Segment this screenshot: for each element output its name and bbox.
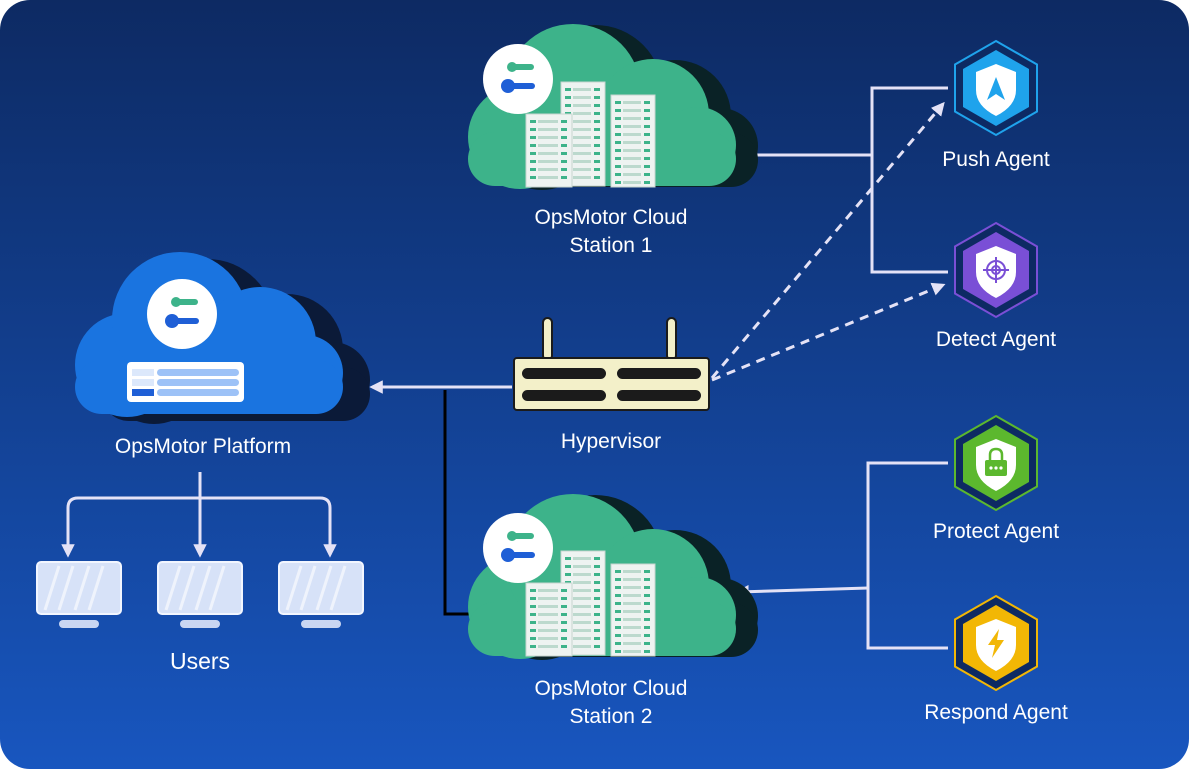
dashed-link-detect-agent (711, 282, 946, 382)
toggle-key-icon (501, 62, 535, 93)
server-rack (610, 563, 656, 657)
server-rack (525, 582, 573, 657)
toggle-key-icon (501, 531, 535, 562)
push-agent-badge (954, 39, 1038, 137)
protect-agent-label: Protect Agent (933, 520, 1059, 543)
connector-push-detect-bracket (870, 86, 948, 274)
arrow-to-station-2 (735, 584, 869, 599)
toggle-key-icon (165, 297, 199, 328)
respond-agent-label: Respond Agent (924, 701, 1068, 724)
station-1-cloud (468, 24, 758, 190)
connector-lines (61, 86, 948, 650)
station-1-label-line-2: Station 1 (570, 234, 653, 257)
connector-protect-respond-bracket (866, 461, 948, 650)
station-2-server-racks (525, 550, 656, 657)
padlock-icon (985, 447, 1007, 476)
crosshair-target-icon (983, 257, 1009, 283)
detect-agent-badge (954, 221, 1038, 319)
users-label: Users (170, 648, 230, 674)
detect-agent-label: Detect Agent (936, 328, 1056, 351)
lightning-bolt-icon (988, 629, 1004, 658)
server-rack (525, 113, 573, 188)
hypervisor-station-2-link (443, 390, 470, 616)
navigation-arrow-icon (987, 77, 1005, 100)
platform-label: OpsMotor Platform (115, 435, 291, 458)
station-1-logo-badge (483, 44, 553, 114)
platform-server-panel (127, 362, 244, 402)
platform-cloud (75, 252, 370, 424)
respond-agent-badge (954, 594, 1038, 692)
station-2-logo-badge (483, 513, 553, 583)
station-2-label-line-1: OpsMotor Cloud (535, 677, 688, 700)
hypervisor-router-icon (513, 317, 710, 411)
server-rack (610, 94, 656, 188)
push-agent-label: Push Agent (942, 148, 1050, 171)
station-2-cloud (468, 494, 758, 660)
platform-logo-badge (147, 279, 217, 349)
dashed-link-push-agent (710, 101, 945, 379)
protect-agent-badge (954, 414, 1038, 512)
station-1-server-racks (525, 81, 656, 188)
hypervisor-label: Hypervisor (561, 430, 661, 453)
station-1-label-line-1: OpsMotor Cloud (535, 206, 688, 229)
station-2-label-line-2: Station 2 (570, 705, 653, 728)
